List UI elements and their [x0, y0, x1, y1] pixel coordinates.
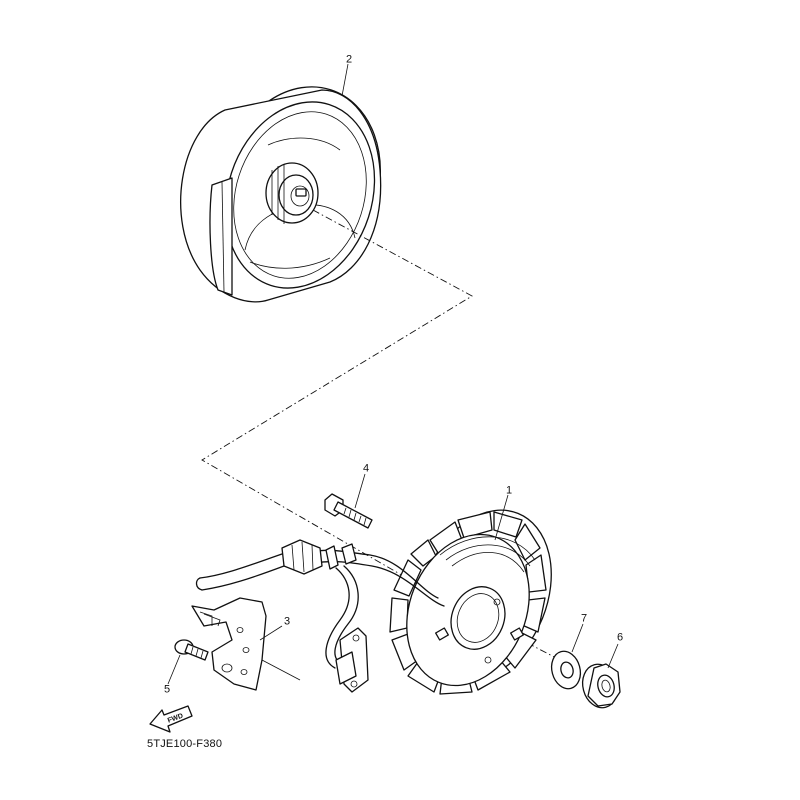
wire-harness: [195, 539, 445, 693]
stator-assembly: [389, 509, 552, 695]
callout-4: 4: [362, 462, 370, 475]
callout-7: 7: [580, 612, 588, 625]
callout-3: 3: [283, 615, 291, 628]
cable-guide-bracket: [191, 597, 301, 691]
callout-5: 5: [163, 683, 171, 696]
washer: [550, 650, 582, 690]
flange-nut: [581, 663, 621, 709]
callout-2: 2: [345, 53, 353, 66]
diagram-code: 5TJE100-F380: [147, 738, 223, 750]
bracket-screw: [174, 639, 209, 661]
rotor-flywheel: [180, 86, 382, 303]
leader-lines: [167, 63, 619, 685]
callout-1: 1: [505, 484, 513, 497]
alignment-line: [201, 209, 561, 661]
callout-6: 6: [616, 631, 624, 644]
fwd-arrow-icon: FWD: [149, 705, 193, 733]
stator-bolt: [324, 493, 373, 529]
